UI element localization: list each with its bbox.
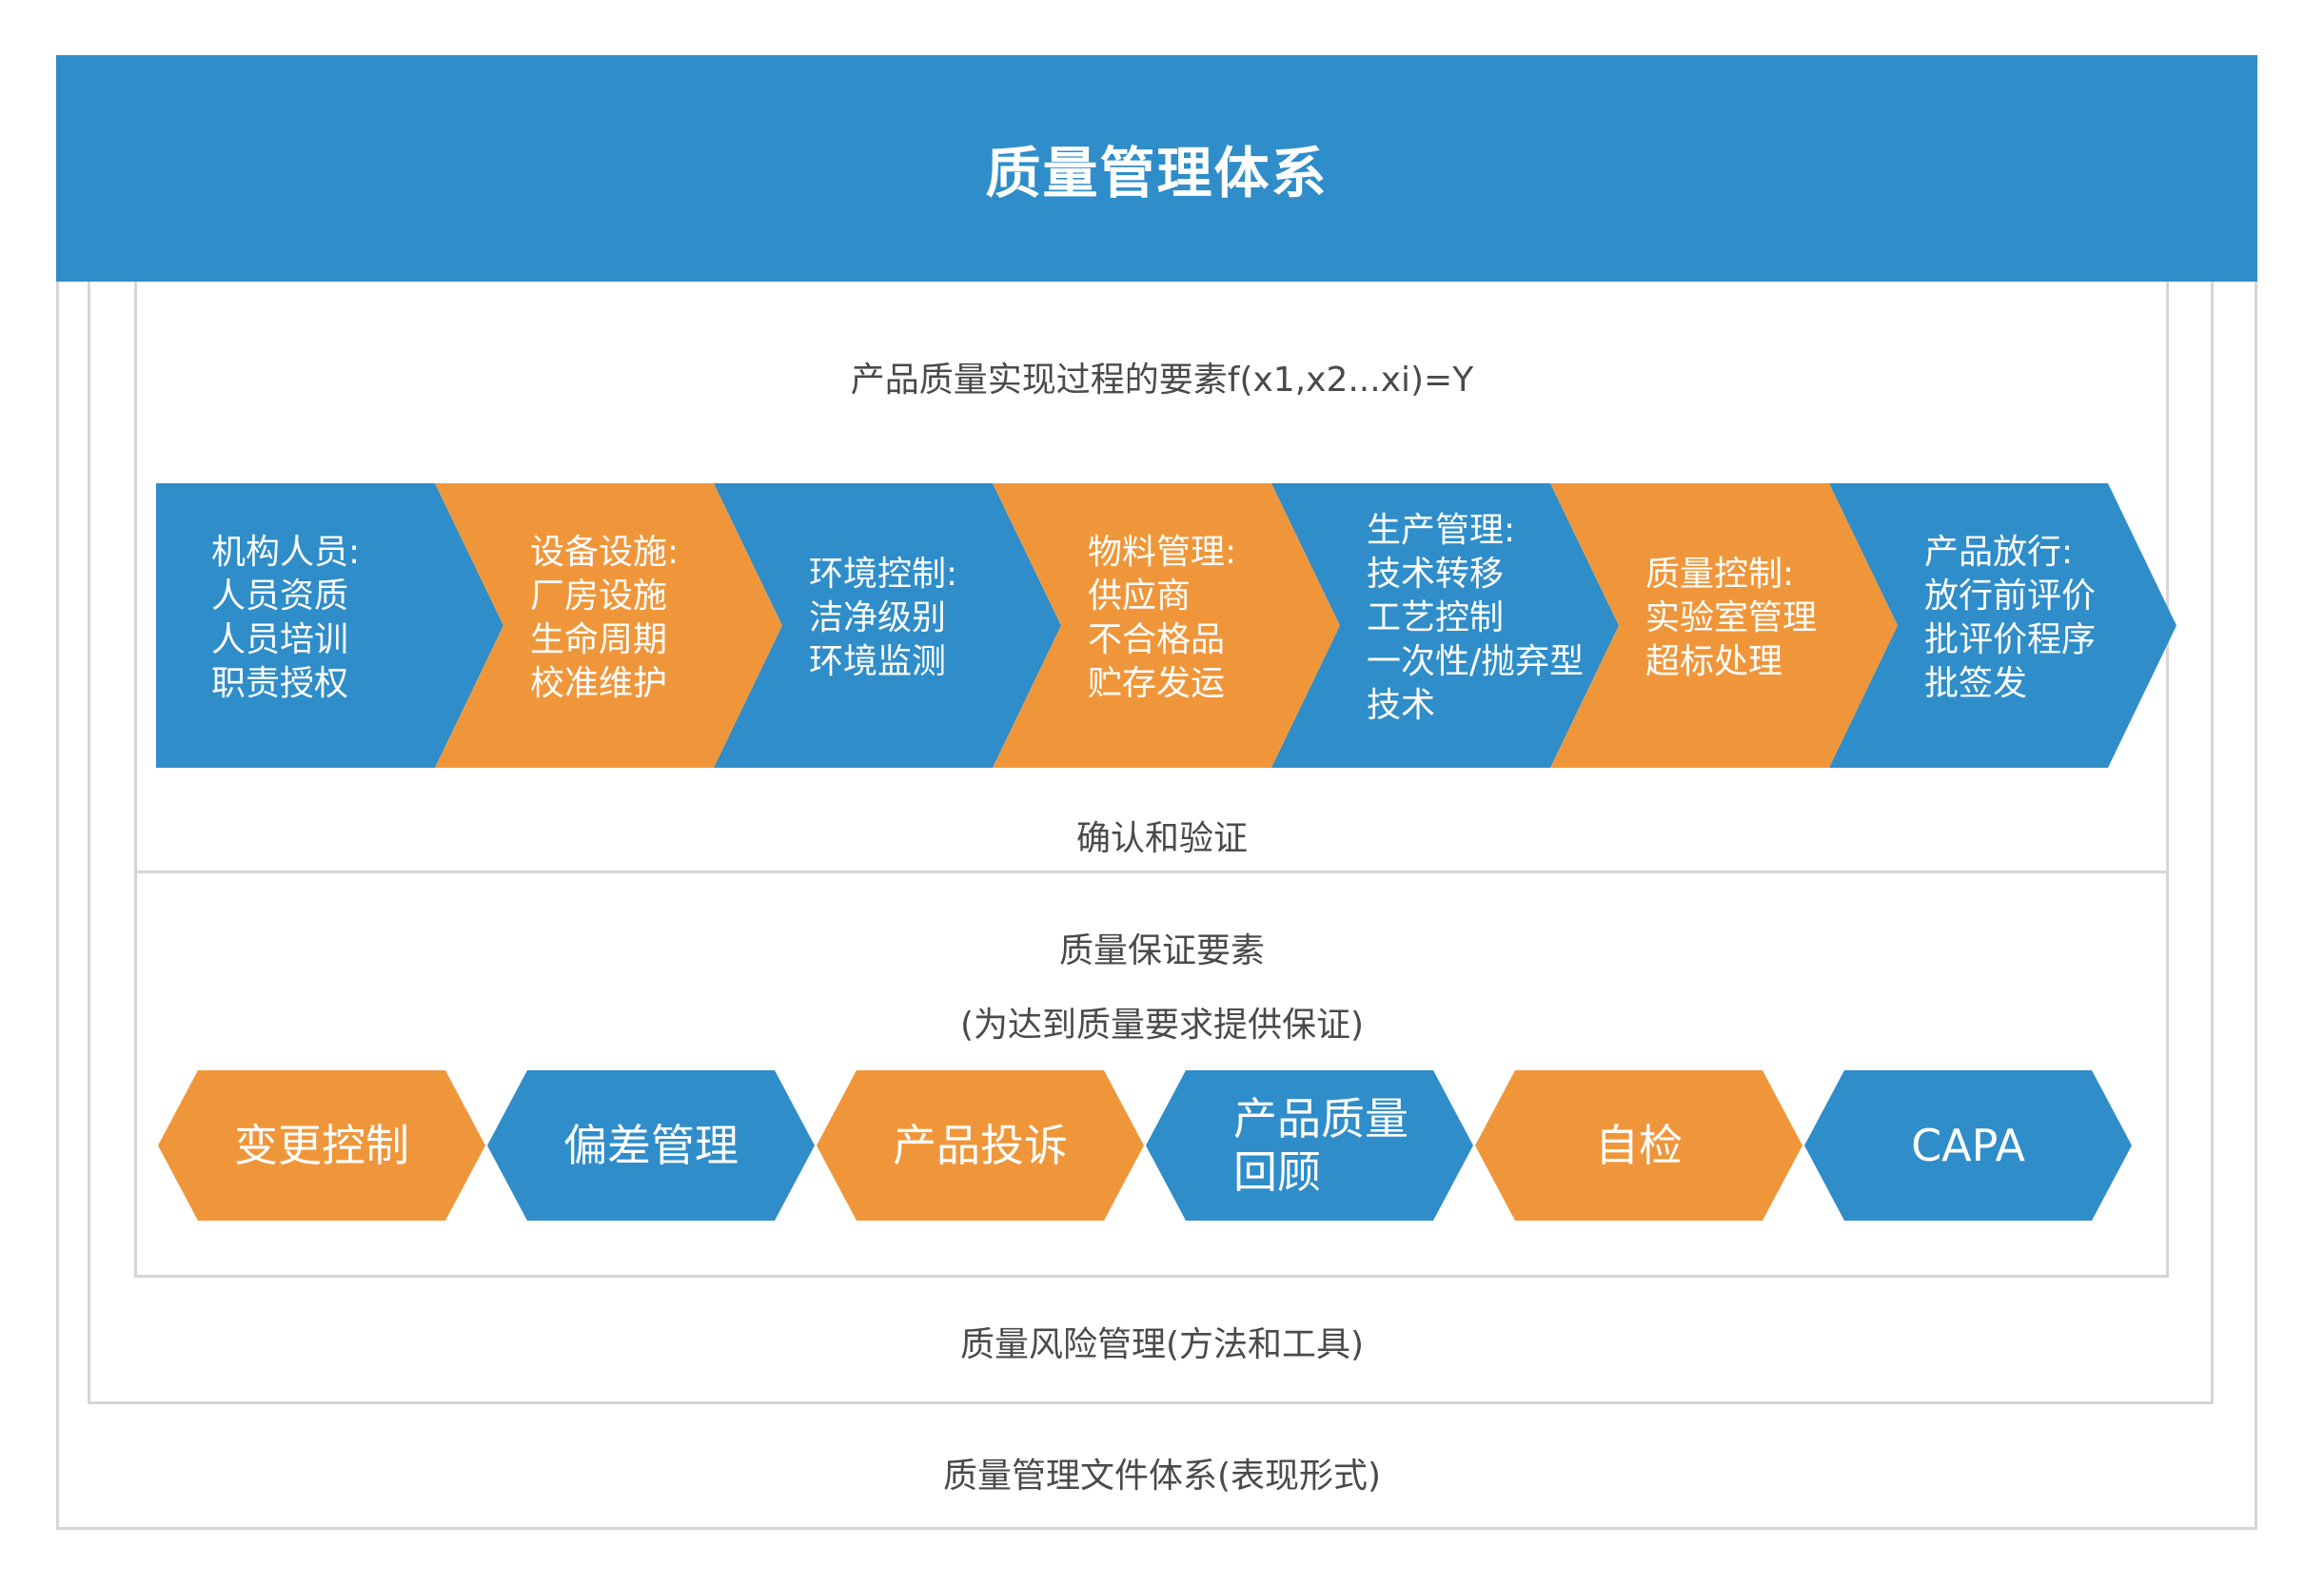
assurance-hexagon-2 bbox=[487, 1070, 815, 1221]
assurance-item-line: 自检 bbox=[1595, 1120, 1683, 1171]
assurance-item-3: 产品投诉 bbox=[817, 1119, 1144, 1172]
process-step-line: 职责授权 bbox=[211, 664, 349, 703]
process-step-line: 技术 bbox=[1367, 686, 1436, 725]
assurance-hexagon-5 bbox=[1475, 1070, 1802, 1221]
assurance-item-line: CAPA bbox=[1911, 1120, 2025, 1171]
process-step-line: 产品放行: bbox=[1924, 533, 2074, 572]
process-step-line: 不合格品 bbox=[1088, 620, 1226, 659]
process-step-5: 生产管理: 技术转移工艺控制一次性/抛弃型技术 bbox=[1367, 509, 1584, 728]
process-step-line: 校准维护 bbox=[530, 664, 668, 703]
assurance-subtitle: (为达到质量要求提供保证) bbox=[959, 1006, 1365, 1045]
page-title: 质量管理体系 bbox=[985, 141, 1329, 205]
process-chevron-3 bbox=[714, 483, 1061, 768]
assurance-hexagon-4 bbox=[1146, 1070, 1473, 1221]
process-step-1: 机构人员: 人员资质人员培训职责授权 bbox=[211, 531, 360, 706]
process-step-line: 厂房设施 bbox=[530, 577, 668, 616]
process-step-line: 环境监测 bbox=[809, 642, 947, 681]
validation-label: 确认和验证 bbox=[1075, 819, 1248, 858]
process-step-line: 生产管理: bbox=[1367, 511, 1516, 550]
assurance-item-line: 偏差管理 bbox=[563, 1120, 739, 1171]
assurance-item-2: 偏差管理 bbox=[487, 1119, 815, 1172]
process-step-line: 设备设施: bbox=[530, 533, 679, 572]
process-title: 产品质量实现过程的要素f(x1,x2...xi)=Y bbox=[850, 361, 1474, 400]
process-step-6: 质量控制: 实验室管理超标处理 bbox=[1645, 553, 1817, 684]
process-chevron-6 bbox=[1550, 483, 1898, 768]
assurance-item-line: 变更控制 bbox=[234, 1120, 409, 1171]
assurance-item-6: CAPA bbox=[1804, 1119, 2132, 1172]
assurance-item-5: 自检 bbox=[1475, 1119, 1802, 1172]
process-step-line: 实验室管理 bbox=[1645, 598, 1818, 637]
process-step-line: 批签发 bbox=[1924, 664, 2028, 703]
assurance-item-line: 产品质量 bbox=[1233, 1093, 1408, 1145]
section-divider bbox=[134, 871, 2169, 873]
process-step-line: 工艺控制 bbox=[1367, 598, 1505, 637]
process-chevron-4 bbox=[993, 483, 1340, 768]
assurance-title: 质量保证要素 bbox=[1058, 931, 1265, 970]
process-step-line: 超标处理 bbox=[1645, 642, 1783, 681]
process-step-line: 技术转移 bbox=[1367, 555, 1505, 594]
process-chevron-2 bbox=[435, 483, 782, 768]
assurance-hexagon-1 bbox=[158, 1070, 485, 1221]
process-step-line: 一次性/抛弃型 bbox=[1367, 642, 1585, 681]
process-step-line: 物料管理: bbox=[1088, 533, 1237, 572]
process-step-line: 供应商 bbox=[1088, 577, 1192, 616]
process-step-7: 产品放行: 放行前评价批评价程序批签发 bbox=[1924, 531, 2096, 706]
process-step-line: 质量控制: bbox=[1645, 555, 1795, 594]
documentation-system-label: 质量管理文件体系(表现形式) bbox=[942, 1457, 1382, 1496]
process-step-3: 环境控制: 洁净级别环境监测 bbox=[809, 553, 957, 684]
process-step-line: 生命周期 bbox=[530, 620, 668, 659]
process-step-line: 人员资质 bbox=[211, 577, 349, 616]
process-step-line: 洁净级别 bbox=[809, 598, 947, 637]
process-step-line: 贮存发运 bbox=[1088, 664, 1226, 703]
process-chevron-5 bbox=[1271, 483, 1619, 768]
process-chevron-1 bbox=[156, 483, 503, 768]
assurance-item-1: 变更控制 bbox=[158, 1119, 485, 1172]
process-chevron-7 bbox=[1829, 483, 2176, 768]
quality-elements-frame bbox=[134, 282, 2169, 1278]
assurance-item-4: 产品质量回顾 bbox=[1233, 1092, 1408, 1199]
risk-management-label: 质量风险管理(方法和工具) bbox=[959, 1325, 1365, 1364]
process-step-line: 放行前评价 bbox=[1924, 577, 2097, 616]
process-step-line: 人员培训 bbox=[211, 620, 349, 659]
process-step-line: 环境控制: bbox=[809, 555, 958, 594]
assurance-hexagon-6 bbox=[1804, 1070, 2132, 1221]
assurance-item-line: 回顾 bbox=[1233, 1146, 1321, 1198]
assurance-item-line: 产品投诉 bbox=[893, 1120, 1068, 1171]
risk-management-frame bbox=[88, 282, 2214, 1404]
assurance-hexagon-3 bbox=[817, 1070, 1144, 1221]
process-step-line: 机构人员: bbox=[211, 533, 361, 572]
process-step-4: 物料管理: 供应商不合格品贮存发运 bbox=[1088, 531, 1236, 706]
header-banner: 质量管理体系 bbox=[56, 55, 2257, 282]
process-step-line: 批评价程序 bbox=[1924, 620, 2097, 659]
process-step-2: 设备设施: 厂房设施生命周期校准维护 bbox=[530, 531, 679, 706]
